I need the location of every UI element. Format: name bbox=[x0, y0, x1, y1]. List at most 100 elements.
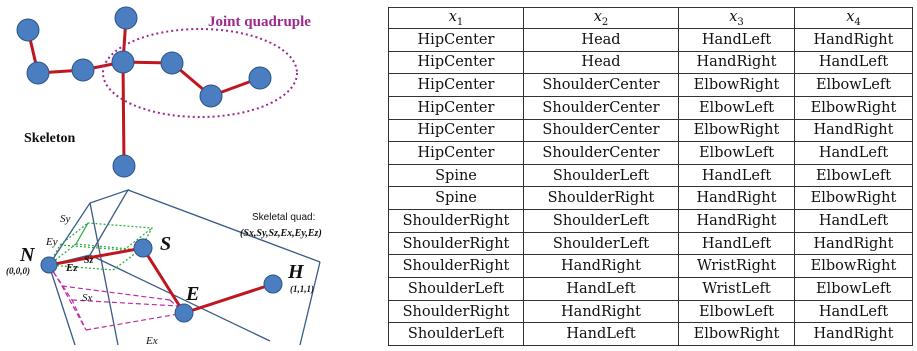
joint-node bbox=[199, 84, 223, 108]
s-component-box bbox=[48, 222, 153, 271]
quad-bones bbox=[48, 246, 274, 315]
table-cell: HipCenter bbox=[388, 118, 524, 143]
sz-label: Sz bbox=[84, 255, 94, 266]
table-cell: ElbowRight bbox=[678, 322, 795, 346]
header-x3-text: 3 bbox=[737, 16, 744, 28]
joint-quadruple-ellipse bbox=[102, 28, 298, 118]
table-cell: ShoulderLeft bbox=[523, 163, 679, 188]
joint-n bbox=[40, 256, 58, 274]
point-s-label: S bbox=[160, 233, 171, 255]
table-cell: HipCenter bbox=[388, 28, 524, 52]
table-cell: ShoulderCenter bbox=[523, 141, 679, 165]
joint-e bbox=[174, 303, 194, 323]
table-cell: Spine bbox=[388, 163, 524, 188]
table-cell: ElbowRight bbox=[678, 118, 795, 143]
point-n-coord: (0,0,0) bbox=[6, 266, 30, 276]
joint-node bbox=[26, 61, 50, 85]
joint-node bbox=[71, 58, 95, 82]
table-cell: ShoulderCenter bbox=[523, 118, 679, 143]
table-cell: Head bbox=[523, 50, 679, 75]
table-cell: WristRight bbox=[678, 254, 795, 279]
table-cell: ShoulderCenter bbox=[523, 73, 679, 97]
table-cell: ShoulderRight bbox=[388, 254, 524, 279]
joint-node bbox=[111, 50, 135, 74]
skeletal-quad-title: Skeletal quad: bbox=[252, 212, 315, 223]
table-cell: ShoulderRight bbox=[388, 209, 524, 233]
skeleton-diagram: Joint quadruple Skeleton bbox=[16, 6, 311, 178]
table-cell: ElbowLeft bbox=[794, 163, 913, 188]
joint-node bbox=[160, 51, 184, 75]
table-cell: ElbowLeft bbox=[678, 95, 795, 120]
header-x1: x1 bbox=[388, 7, 524, 29]
ey-label: Ey bbox=[45, 236, 58, 248]
table-cell: Spine bbox=[388, 186, 524, 211]
ex-label: Ex bbox=[145, 335, 158, 347]
point-h-coord: (1,1,1) bbox=[290, 284, 314, 294]
table-cell: ShoulderRight bbox=[523, 186, 679, 211]
table-cell: ElbowLeft bbox=[678, 141, 795, 165]
table-cell: ShoulderLeft bbox=[388, 277, 524, 301]
table-cell: ShoulderLeft bbox=[523, 209, 679, 233]
joint-quadruple-label: Joint quadruple bbox=[208, 14, 311, 30]
header-x4-text: 4 bbox=[854, 16, 861, 28]
skeletal-quad-tuple: (Sx,Sy,Sz,Ex,Ey,Ez) bbox=[240, 228, 322, 239]
table-cell: ElbowRight bbox=[794, 186, 913, 211]
table-cell: HandRight bbox=[794, 231, 913, 256]
table-cell: HandRight bbox=[523, 299, 679, 324]
table-cell: ShoulderRight bbox=[388, 231, 524, 256]
point-n-label: N bbox=[19, 244, 36, 266]
table-cell: HandLeft bbox=[794, 141, 913, 165]
header-x2-text: 2 bbox=[601, 16, 609, 28]
joint-s bbox=[133, 238, 153, 258]
table-cell: ShoulderCenter bbox=[523, 95, 679, 120]
sy-label: Sy bbox=[60, 213, 71, 225]
table-cell: ElbowRight bbox=[794, 254, 913, 279]
table-cell: HandRight bbox=[678, 50, 795, 75]
table-header-row: x1 x2 x3 x4 bbox=[388, 7, 913, 29]
table-cell: HandLeft bbox=[794, 50, 913, 75]
table-cell: HandRight bbox=[678, 209, 795, 233]
joint-node bbox=[112, 154, 136, 178]
table-cell: ElbowRight bbox=[794, 95, 913, 120]
point-e-label: E bbox=[185, 283, 199, 305]
joint-node bbox=[114, 6, 138, 30]
table-cell: HandLeft bbox=[678, 231, 795, 256]
table-cell: HandLeft bbox=[678, 28, 795, 52]
skeleton-figure: Joint quadruple Skeleton bbox=[0, 0, 380, 351]
sx-label: Sx bbox=[82, 292, 93, 304]
table-cell: HandRight bbox=[794, 322, 913, 346]
normalized-box bbox=[47, 188, 321, 346]
table-cell: HandRight bbox=[794, 118, 913, 143]
skeletal-quad-diagram: N (0,0,0) S E H (1,1,1) Skeletal quad: (… bbox=[6, 188, 322, 347]
table-cell: HandRight bbox=[794, 28, 913, 52]
table-cell: ShoulderLeft bbox=[523, 231, 679, 256]
ez-label: Ez bbox=[65, 262, 78, 274]
quad-joints bbox=[40, 238, 283, 323]
table-cell: HipCenter bbox=[388, 50, 524, 75]
table-cell: HipCenter bbox=[388, 73, 524, 97]
table-cell: ShoulderLeft bbox=[388, 322, 524, 346]
header-x4: x4 bbox=[794, 7, 913, 29]
table-cell: HandLeft bbox=[794, 299, 913, 324]
table-cell: WristLeft bbox=[678, 277, 795, 301]
table-cell: HipCenter bbox=[388, 95, 524, 120]
header-x2: x2 bbox=[523, 7, 679, 29]
table-cell: ShoulderRight bbox=[388, 299, 524, 324]
skeleton-joints bbox=[16, 6, 272, 178]
